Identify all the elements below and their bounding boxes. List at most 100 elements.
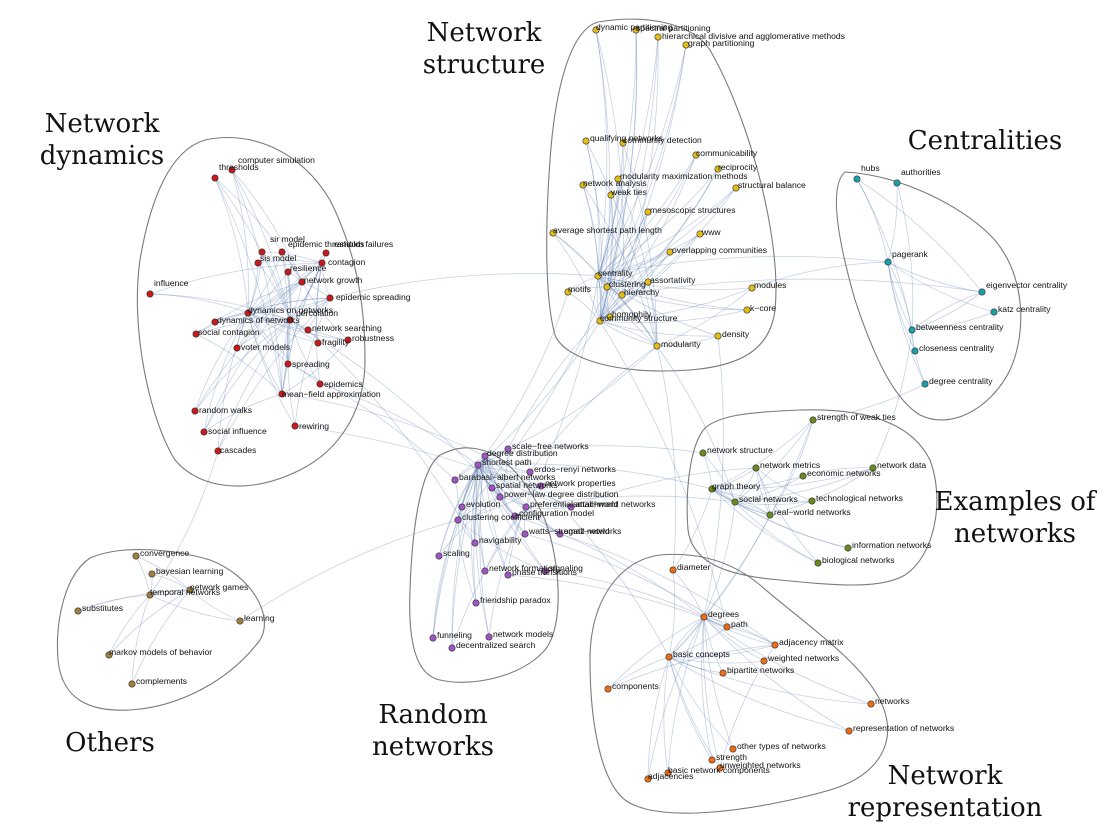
node-homophily[interactable]: [606, 313, 614, 321]
node-rewiring[interactable]: [291, 422, 299, 430]
node-pagerank[interactable]: [884, 258, 892, 266]
node-average-shortest-path-length[interactable]: [549, 229, 557, 237]
node-network-data[interactable]: [869, 464, 877, 472]
node-network-formation[interactable]: [481, 567, 489, 575]
node-funneling[interactable]: [429, 634, 437, 642]
node-thresholds[interactable]: [211, 174, 219, 182]
node-voter-models[interactable]: [233, 344, 241, 352]
node-substitutes[interactable]: [74, 607, 82, 615]
node-contagion[interactable]: [318, 259, 326, 267]
node-scaling[interactable]: [435, 552, 443, 560]
node-graph-partitioning[interactable]: [682, 41, 690, 49]
node-diameter[interactable]: [669, 566, 677, 574]
node-graph-theory[interactable]: [708, 485, 716, 493]
node-hubs[interactable]: [853, 175, 861, 183]
node-real-world-networks[interactable]: [766, 511, 774, 519]
node-shortest-path[interactable]: [474, 461, 482, 469]
node-sir-model[interactable]: [258, 248, 266, 256]
node-katz-centrality[interactable]: [990, 308, 998, 316]
node-navigability[interactable]: [471, 539, 479, 547]
node-preferential-attachment[interactable]: [522, 503, 530, 511]
node-complements[interactable]: [128, 680, 136, 688]
node-basic-concepts[interactable]: [665, 653, 673, 661]
node-other-types-of-networks[interactable]: [729, 745, 737, 753]
node-communicability[interactable]: [692, 151, 700, 159]
node-evolution[interactable]: [458, 503, 466, 511]
node-network-models[interactable]: [485, 633, 493, 641]
node-convergence[interactable]: [132, 552, 140, 560]
node-influence[interactable]: [146, 290, 154, 298]
node-power-law-degree-distribution[interactable]: [496, 493, 504, 501]
node-scale-free-networks[interactable]: [504, 445, 512, 453]
node-signaling[interactable]: [541, 567, 549, 575]
node-reciprocity[interactable]: [714, 165, 722, 173]
node-network-games[interactable]: [186, 586, 194, 594]
node-small-world-networks[interactable]: [567, 503, 575, 511]
node-mesoscopic-structures[interactable]: [644, 208, 652, 216]
node-centrality[interactable]: [594, 272, 602, 280]
node-representation-of-networks[interactable]: [845, 727, 853, 735]
node-modularity[interactable]: [653, 342, 661, 350]
node-markov-models-of-behavior[interactable]: [105, 651, 113, 659]
node-cascades[interactable]: [214, 447, 222, 455]
node-overlapping-communities[interactable]: [666, 248, 674, 256]
node-robustness[interactable]: [344, 336, 352, 344]
node-information-networks[interactable]: [844, 544, 852, 552]
node-eigenvector-centrality[interactable]: [978, 288, 986, 296]
node-path[interactable]: [723, 623, 731, 631]
node-bayesian-learning[interactable]: [148, 570, 156, 578]
node-bipartite-networks[interactable]: [719, 669, 727, 677]
node-qualifying-networks[interactable]: [582, 137, 590, 145]
node-phase-transitions[interactable]: [504, 571, 512, 579]
node-random-failures[interactable]: [322, 249, 330, 257]
node-spreading[interactable]: [284, 360, 292, 368]
node-network-searching[interactable]: [304, 326, 312, 334]
node-technological-networks[interactable]: [808, 497, 816, 505]
node-degree-distribution[interactable]: [481, 452, 489, 460]
node-resilience[interactable]: [284, 268, 292, 276]
node-weighted-networks[interactable]: [760, 657, 768, 665]
node-watts-strogatz-networks[interactable]: [521, 530, 529, 538]
node-adjacencies[interactable]: [644, 775, 652, 783]
node-sis-model[interactable]: [254, 259, 262, 267]
node-networks[interactable]: [867, 700, 875, 708]
node-social-networks[interactable]: [731, 498, 739, 506]
node-learning[interactable]: [236, 617, 244, 625]
node-erdos-renyi-networks[interactable]: [526, 468, 534, 476]
node-epidemic-spreading[interactable]: [326, 294, 334, 302]
node-computer-simulation[interactable]: [228, 166, 236, 174]
node-structural-balance[interactable]: [732, 184, 740, 192]
node-components[interactable]: [604, 685, 612, 693]
node-k-core[interactable]: [743, 306, 751, 314]
node-modules[interactable]: [748, 284, 756, 292]
node-www[interactable]: [696, 230, 704, 238]
node-network-structure[interactable]: [699, 449, 707, 457]
node-degrees[interactable]: [700, 613, 708, 621]
node-temporal-networks[interactable]: [146, 591, 154, 599]
node-degree-centrality[interactable]: [921, 380, 929, 388]
node-strength[interactable]: [708, 756, 716, 764]
node-community-detection[interactable]: [619, 139, 627, 147]
node-modularity-maximization-methods[interactable]: [614, 175, 622, 183]
node-community-structure[interactable]: [596, 317, 604, 325]
node-network-properties[interactable]: [537, 482, 545, 490]
node-unweighted-networks[interactable]: [716, 764, 724, 772]
node-clustering[interactable]: [603, 283, 611, 291]
node-adjacency-matrix[interactable]: [771, 641, 779, 649]
node-network-metrics[interactable]: [752, 464, 760, 472]
node-percolation[interactable]: [286, 316, 294, 324]
node-small-world[interactable]: [556, 530, 564, 538]
node-hierarchical-divisive-and-agglomerative-methods[interactable]: [654, 33, 662, 41]
node-barabasi-albert-networks[interactable]: [451, 476, 459, 484]
node-social-contagion[interactable]: [192, 330, 200, 338]
node-dynamics-of-networks[interactable]: [211, 318, 219, 326]
node-epidemic-thresholds[interactable]: [278, 248, 286, 256]
node-hierarchy[interactable]: [618, 291, 626, 299]
node-network-growth[interactable]: [298, 278, 306, 286]
node-motifs[interactable]: [564, 288, 572, 296]
node-fragility[interactable]: [314, 339, 322, 347]
node-weak-ties[interactable]: [607, 191, 615, 199]
node-social-influence[interactable]: [200, 428, 208, 436]
node-biological-networks[interactable]: [814, 559, 822, 567]
node-economic-networks[interactable]: [799, 472, 807, 480]
